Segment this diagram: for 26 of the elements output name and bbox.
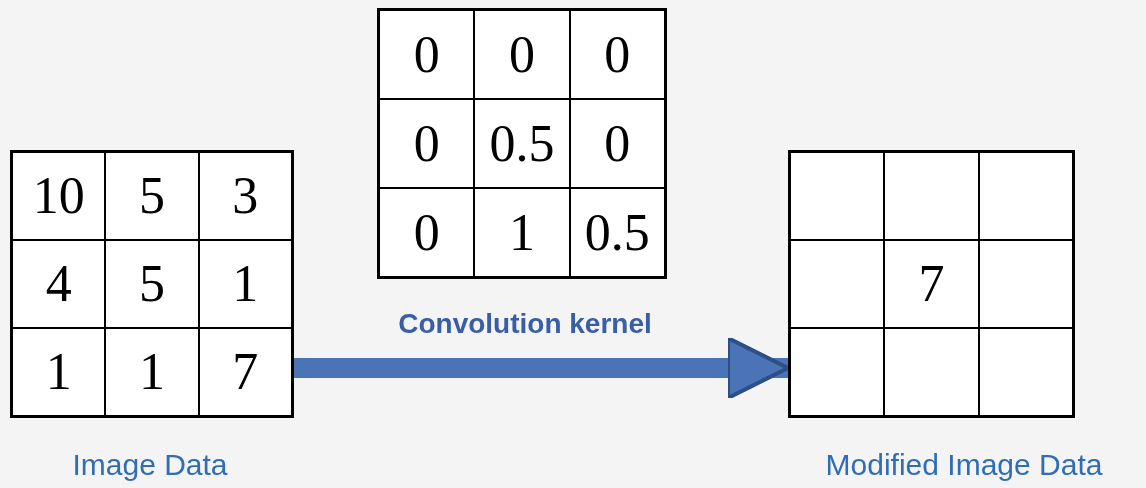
cell-value: 7 (918, 258, 945, 310)
cell-value: 0 (509, 28, 535, 81)
cell-value: 1 (139, 346, 165, 398)
arrow (294, 336, 790, 400)
cell-value: 0 (413, 117, 440, 170)
cell-value: 1 (509, 206, 535, 259)
cell-value: 1 (232, 258, 259, 310)
cell-value: 5 (139, 170, 165, 222)
cell-value: 5 (139, 258, 165, 310)
number-grid (10, 150, 294, 418)
cell-value: 0 (413, 206, 440, 259)
cell-value: 4 (45, 258, 72, 310)
number-grid (377, 8, 667, 279)
node-label: Convolution kernel (398, 308, 652, 340)
node-label: Modified Image Data (825, 448, 1103, 482)
cell-value: 0.5 (489, 117, 555, 170)
cell-value: 0 (413, 28, 440, 81)
cell-value: 7 (232, 346, 259, 398)
cell-value: 10 (32, 170, 85, 222)
node-label: Image Data (72, 448, 228, 482)
cell-value: 3 (232, 170, 259, 222)
cell-value: 0.5 (584, 206, 650, 259)
cell-value: 0 (604, 117, 631, 170)
cell-value: 1 (45, 346, 72, 398)
cell-value: 0 (604, 28, 631, 81)
number-grid (788, 150, 1075, 418)
